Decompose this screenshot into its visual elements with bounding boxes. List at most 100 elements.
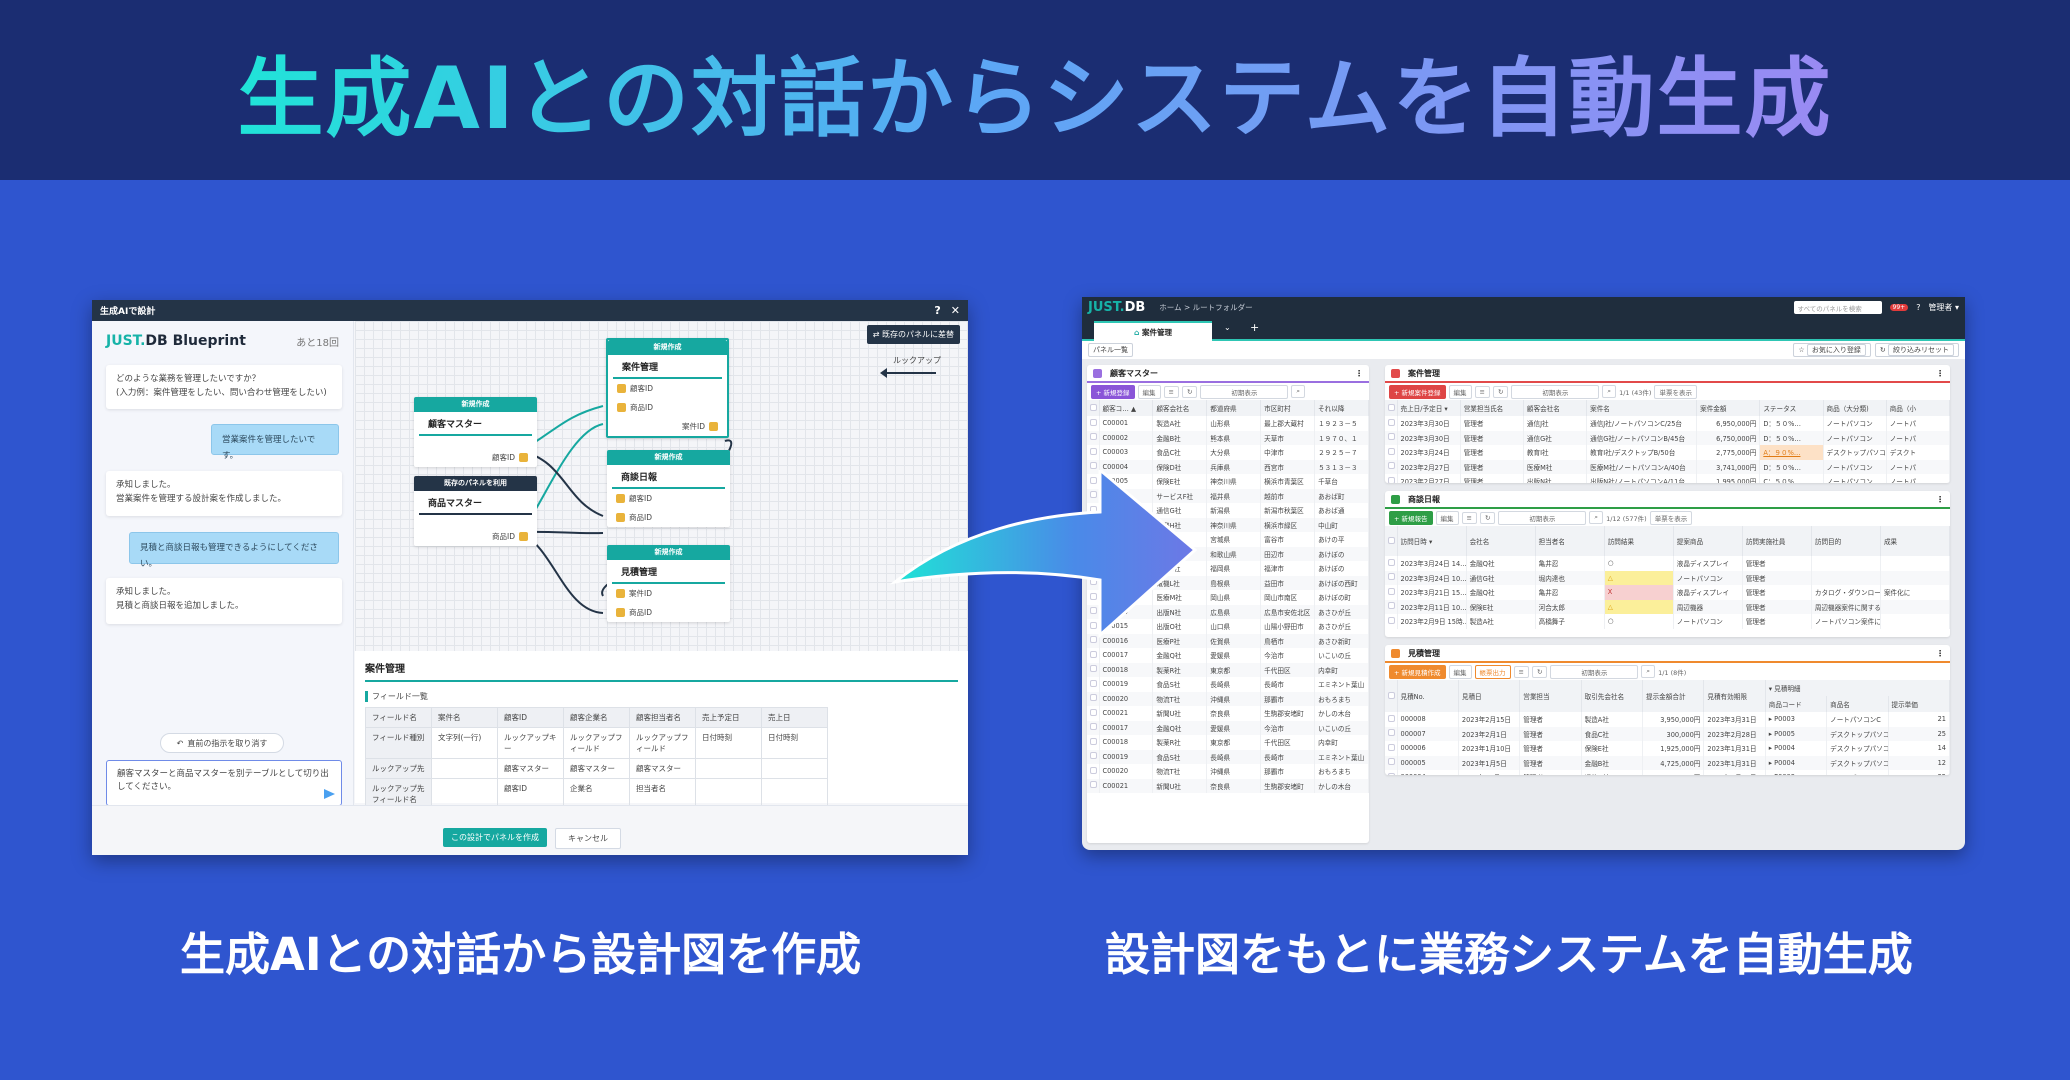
row-checkbox[interactable]: [1090, 592, 1097, 600]
row-checkbox[interactable]: [1090, 621, 1097, 629]
user-menu[interactable]: 管理者 ▾: [1928, 302, 1959, 312]
view-select[interactable]: 初期表示: [1498, 510, 1587, 525]
chevron-down-icon[interactable]: ⌄: [1224, 323, 1231, 332]
row-checkbox[interactable]: [1090, 491, 1097, 499]
row-checkbox[interactable]: [1388, 433, 1395, 441]
row-checkbox[interactable]: [1090, 766, 1097, 774]
breadcrumb[interactable]: ホーム > ルートフォルダー: [1159, 302, 1253, 312]
panel-search-input[interactable]: すべてのパネルを検索: [1793, 300, 1882, 314]
more-icon[interactable]: ⋮: [1355, 368, 1363, 378]
table-row[interactable]: 2023年2月9日 15時…製造A社高橋舞子○ノートパソコン管理者ノートパソコン…: [1385, 614, 1950, 629]
row-checkbox[interactable]: [1090, 665, 1097, 673]
row-checkbox[interactable]: [1388, 462, 1395, 470]
list-icon[interactable]: ≡: [1474, 385, 1490, 398]
cancel-button[interactable]: キャンセル: [555, 828, 621, 849]
row-checkbox[interactable]: [1090, 694, 1097, 702]
table-row[interactable]: C00014出版N社広島県広島市安佐北区あさひが丘: [1087, 604, 1369, 619]
list-icon[interactable]: ≡: [1163, 385, 1179, 398]
create-panel-button[interactable]: この設計でパネルを作成: [443, 828, 547, 847]
help-icon[interactable]: ?: [1916, 302, 1921, 312]
row-checkbox[interactable]: [1090, 723, 1097, 731]
help-icon[interactable]: ?: [934, 304, 941, 317]
row-checkbox[interactable]: [1090, 476, 1097, 484]
table-card-customer-master[interactable]: 新規作成 顧客マスター 顧客ID: [414, 397, 537, 467]
table-row[interactable]: 0000042022年12月1…管理者通信G社5,280,000円2023年1月…: [1385, 770, 1950, 775]
row-checkbox[interactable]: [1090, 781, 1097, 789]
row-checkbox[interactable]: [1388, 602, 1395, 610]
row-checkbox[interactable]: [1388, 729, 1395, 737]
new-quote-button[interactable]: + 新規見積作成: [1389, 664, 1446, 679]
row-checkbox[interactable]: [1090, 650, 1097, 658]
row-checkbox[interactable]: [1090, 418, 1097, 426]
row-checkbox[interactable]: [1388, 758, 1395, 766]
row-checkbox[interactable]: [1388, 447, 1395, 455]
refresh-icon[interactable]: ↻: [1181, 385, 1198, 398]
row-checkbox[interactable]: [1090, 752, 1097, 760]
search-icon[interactable]: ⌕: [1589, 511, 1604, 524]
close-icon[interactable]: ✕: [950, 304, 960, 317]
search-icon[interactable]: ⌕: [1291, 385, 1306, 398]
more-icon[interactable]: ⋮: [1936, 368, 1944, 378]
table-card-quotes[interactable]: 新規作成 見積管理 案件ID 商品ID: [607, 545, 730, 622]
new-record-button[interactable]: + 新規登録: [1091, 384, 1135, 399]
edit-button[interactable]: 編集: [1435, 510, 1459, 525]
row-checkbox[interactable]: [1090, 607, 1097, 615]
row-checkbox[interactable]: [1388, 714, 1395, 722]
tab-deals[interactable]: ⌂ 案件管理: [1094, 321, 1212, 341]
print-report-button[interactable]: 帳票出力: [1474, 664, 1511, 679]
show-form-button[interactable]: 単票を表示: [1649, 510, 1693, 525]
design-canvas[interactable]: ⇄ 既存のパネルに差替 ルックアップ 新規作成 顧客マスター 顧客ID 既: [355, 321, 968, 651]
edit-button[interactable]: 編集: [1448, 384, 1472, 399]
add-tab-button[interactable]: +: [1250, 321, 1260, 334]
new-report-button[interactable]: + 新規報告: [1389, 510, 1433, 525]
show-form-button[interactable]: 単票を表示: [1654, 384, 1697, 399]
more-icon[interactable]: ⋮: [1936, 494, 1944, 504]
search-icon[interactable]: ⌕: [1602, 385, 1617, 398]
favorite-button[interactable]: ☆ お気に入り登録: [1793, 343, 1871, 357]
panel-list-button[interactable]: パネル一覧: [1088, 343, 1133, 357]
row-checkbox[interactable]: [1388, 418, 1395, 426]
row-checkbox[interactable]: [1388, 558, 1395, 566]
view-select[interactable]: 初期表示: [1511, 384, 1600, 399]
row-checkbox[interactable]: [1090, 708, 1097, 716]
row-checkbox[interactable]: [1090, 737, 1097, 745]
list-icon[interactable]: ≡: [1513, 665, 1529, 678]
view-select[interactable]: 初期表示: [1550, 664, 1639, 679]
refresh-icon[interactable]: ↻: [1531, 665, 1548, 678]
table-row[interactable]: 2023年3月24日 10…通信G社堀内達也△ノートパソコン管理者: [1385, 570, 1950, 585]
row-checkbox[interactable]: [1388, 587, 1395, 595]
edit-button[interactable]: 編集: [1137, 384, 1161, 399]
chat-input[interactable]: 顧客マスターと商品マスターを別テーブルとして切り出してください。: [106, 760, 342, 806]
row-checkbox[interactable]: [1090, 462, 1097, 470]
row-checkbox[interactable]: [1388, 573, 1395, 581]
row-checkbox[interactable]: [1090, 636, 1097, 644]
row-checkbox[interactable]: [1388, 743, 1395, 751]
table-card-deals[interactable]: 新規作成 案件管理 顧客ID 商品ID 案件ID: [606, 338, 729, 438]
justdb-logo[interactable]: JUST.DB: [1088, 299, 1146, 315]
table-card-product-master[interactable]: 既存のパネルを利用 商品マスター 商品ID: [414, 476, 537, 546]
row-checkbox[interactable]: [1090, 433, 1097, 441]
row-checkbox[interactable]: [1388, 616, 1395, 624]
new-deal-button[interactable]: + 新規案件登録: [1389, 384, 1446, 399]
row-checkbox[interactable]: [1388, 476, 1395, 483]
replace-existing-panel-button[interactable]: ⇄ 既存のパネルに差替: [866, 325, 960, 344]
